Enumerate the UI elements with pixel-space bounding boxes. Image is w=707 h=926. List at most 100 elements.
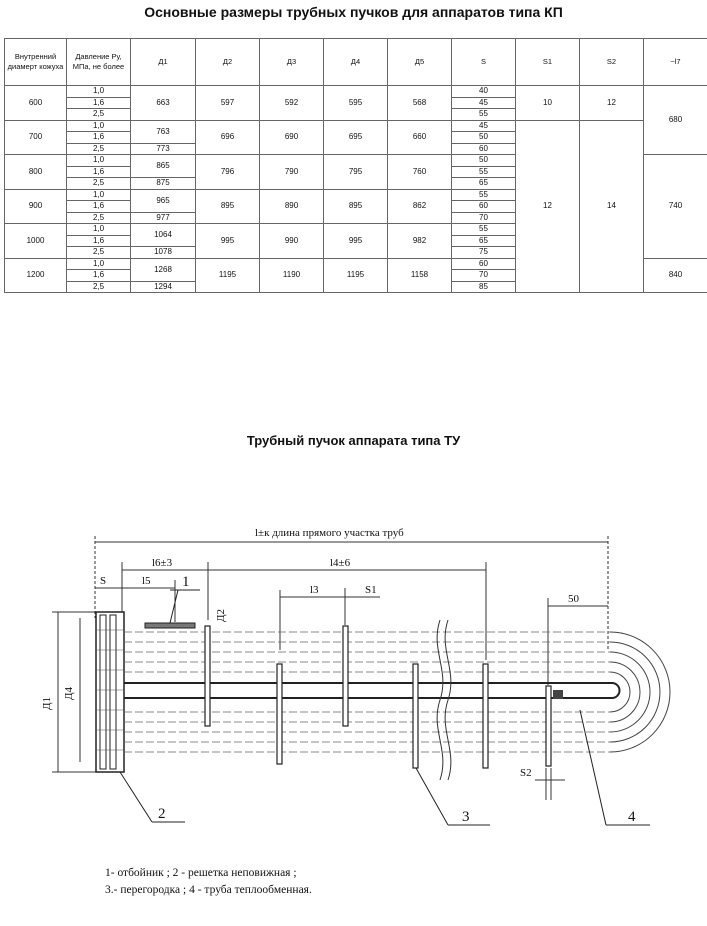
cell-s1: 10	[515, 85, 580, 121]
cell-d1: 1064	[130, 223, 196, 247]
table-row: 700 1,0 763 696 690 695 660 45 12 14	[4, 119, 707, 293]
callout-2: 2	[158, 806, 166, 822]
cell-d3: 690	[259, 119, 324, 155]
cell-pressure: 1,6	[66, 200, 131, 213]
table-title: Основные размеры трубных пучков для аппа…	[144, 4, 563, 20]
callout-1: 1	[182, 574, 190, 590]
legend-line-2: 3.- перегородка ; 4 - труба теплообменна…	[105, 884, 312, 896]
cell-d1: 1078	[130, 246, 196, 259]
cell-pressure: 2,5	[66, 246, 131, 259]
cell-s: 75	[451, 246, 516, 259]
dim-l3-label: l3	[310, 584, 319, 596]
cell-s: 55	[451, 223, 516, 236]
cell-d5: 1158	[387, 257, 452, 293]
cell-d2: 597	[195, 85, 260, 121]
cell-d1: 663	[130, 85, 196, 121]
cell-d3: 592	[259, 85, 324, 121]
cell-s1: 12	[515, 119, 580, 293]
cell-d3: 790	[259, 154, 324, 190]
cell-d1: 977	[130, 211, 196, 224]
cell-pressure: 1,6	[66, 96, 131, 109]
cell-pressure: 1,0	[66, 85, 131, 98]
dim-l6-label: l6±3	[152, 557, 173, 569]
cell-s: 85	[451, 280, 516, 293]
cell-pressure: 1,6	[66, 269, 131, 282]
cell-s: 50	[451, 154, 516, 167]
dim-50-label: 50	[568, 593, 580, 605]
callout-leaders	[119, 589, 650, 826]
cell-diameter: 600	[4, 85, 67, 121]
tie-rod-nut	[553, 690, 563, 699]
cell-d1: 1294	[130, 280, 196, 293]
cell-s2: 14	[579, 119, 644, 293]
cell-pressure: 1,0	[66, 119, 131, 132]
cell-s: 70	[451, 211, 516, 224]
center-tube	[124, 682, 621, 699]
callout-3: 3	[462, 809, 470, 825]
cell-d1: 1268	[130, 257, 196, 282]
header-l7: ~l7	[643, 38, 707, 86]
break-lines	[436, 619, 452, 781]
cell-pressure: 2,5	[66, 142, 131, 155]
table-row: 1,6 60	[5, 200, 707, 213]
dim-l5-label: l5	[142, 575, 151, 587]
header-s: S	[451, 38, 516, 86]
cell-d3: 890	[259, 188, 324, 224]
cell-s: 60	[451, 142, 516, 155]
cell-s: 70	[451, 269, 516, 282]
cell-diameter: 700	[4, 119, 67, 155]
impingement-plate	[144, 622, 196, 629]
header-d3: Д3	[259, 38, 324, 86]
callout-4: 4	[628, 809, 636, 825]
legend-line-1: 1- отбойник ; 2 - решетка неповижная ;	[105, 867, 297, 879]
cell-l7: 840	[643, 257, 707, 293]
table-row: 2,5 773 60	[5, 142, 707, 155]
cell-s: 60	[451, 257, 516, 270]
dim-d4-label: Д4	[63, 686, 75, 700]
cell-l7: 680	[643, 85, 707, 155]
cell-d4: 595	[323, 85, 388, 121]
table-header-row: Внутренний диамерт кожуха Давление Ру, М…	[4, 38, 707, 86]
cell-d1: 965	[130, 188, 196, 213]
cell-s2: 12	[579, 85, 644, 121]
cell-d5: 760	[387, 154, 452, 190]
table-row: 900 1,0 965 895 890 895 862 55	[4, 188, 707, 224]
dim-s1-label: S1	[365, 584, 377, 596]
table-row: 2,5 1294 85	[5, 280, 707, 293]
cell-pressure: 1,0	[66, 188, 131, 201]
cell-s: 65	[451, 234, 516, 247]
u-bends	[609, 631, 671, 753]
table-row: 2,5 1078 75	[5, 246, 707, 259]
cell-s: 40	[451, 85, 516, 98]
table-row: 1200 1,0 1268 1195 1190 1195 1158 60 840	[4, 257, 707, 293]
table-row: 1,6 70	[5, 269, 707, 282]
dim-d1-label: Д1	[41, 697, 53, 710]
cell-diameter: 1200	[4, 257, 67, 293]
header-pressure: Давление Ру, МПа, не более	[66, 38, 131, 86]
cell-diameter: 800	[4, 154, 67, 190]
dim-line-s2	[535, 768, 565, 800]
cell-d4: 795	[323, 154, 388, 190]
cell-diameter: 900	[4, 188, 67, 224]
table-row: 600 1,0 663 597 592 595 568 40 10 12 680	[4, 85, 707, 155]
cell-d2: 796	[195, 154, 260, 190]
table-row: 2,5 55	[5, 108, 707, 121]
cell-pressure: 2,5	[66, 108, 131, 121]
drawing-title: Трубный пучок аппарата типа ТУ	[246, 433, 461, 448]
header-d4: Д4	[323, 38, 388, 86]
header-d5: Д5	[387, 38, 452, 86]
cell-s: 55	[451, 188, 516, 201]
cell-d5: 568	[387, 85, 452, 121]
cell-d1: 865	[130, 154, 196, 178]
dim-total-label: l±к длина прямого участка труб	[255, 527, 404, 539]
table-row: 800 1,0 865 796 790 795 760 50 740	[4, 154, 707, 259]
cell-d5: 660	[387, 119, 452, 155]
baffles	[204, 625, 552, 769]
header-diameter: Внутренний диамерт кожуха	[4, 38, 67, 86]
dim-s2-label: S2	[520, 767, 532, 779]
cell-s: 60	[451, 200, 516, 213]
cell-s: 50	[451, 131, 516, 144]
cell-pressure: 2,5	[66, 177, 131, 190]
cell-s: 65	[451, 177, 516, 190]
header-s2: S2	[579, 38, 644, 86]
